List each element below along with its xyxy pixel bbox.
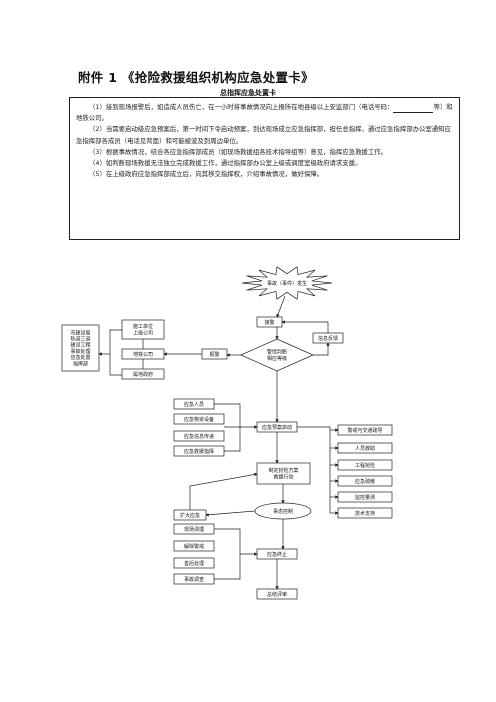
connector	[205, 510, 256, 517]
box-traffic-label: 警戒与交通疏导	[347, 427, 382, 434]
box-cleanup-label: 现场清理	[184, 526, 204, 533]
box-receive-label: 接警	[264, 319, 274, 326]
box-lift-label: 解除警戒	[184, 543, 204, 550]
box-city_dept-label: 市建设局轨道三道建设工程事故处理应急处置指挥部	[70, 329, 90, 367]
box-medical-label: 应急救援指挥	[184, 448, 214, 455]
box-end-label: 应急终止	[267, 551, 287, 558]
card-paragraph-5: （5）在上级政府应急指挥部成立后，向其移交指挥权，介绍事故情况，做好保障。	[89, 170, 324, 179]
connector	[313, 342, 330, 356]
connector	[214, 528, 241, 580]
box-materials-label: 应急物资设备	[184, 416, 214, 423]
box-materials	[173, 413, 225, 425]
box-lift	[173, 540, 215, 552]
box-evacuate-label: 应急疏散	[355, 478, 375, 485]
box-report_left-label: 报警	[209, 351, 219, 358]
connector	[281, 320, 329, 333]
card-paragraph-2: （2）当需要启动级应急预案后，第一时间下令启动预案，到达现场成立应急指挥部，担任…	[76, 125, 451, 145]
box-metro-label: 地铁公司	[133, 351, 153, 358]
box-info-label: 应急信息传递	[184, 433, 214, 440]
box-city_dept	[61, 324, 100, 372]
card-paragraph-1: （1）接到现场报警后，如造成人员伤亡，在一小时将事故情况向上报所在地县级以上安监…	[76, 102, 453, 124]
box-district-label: 属地政府	[133, 371, 153, 378]
box-aftermath	[173, 557, 215, 569]
box-tech-label: 技术支持	[355, 510, 375, 517]
connector	[214, 403, 241, 452]
box-plan-label: 制定抢险方案救援行动	[268, 467, 298, 480]
box-engineering-label: 工程抢险	[355, 462, 375, 469]
event-starburst-label: 事故（事件）发生	[267, 280, 307, 287]
box-rescue-label: 人员救助	[355, 445, 375, 452]
paragraph-1-tail: 等）和地铁公司。	[76, 103, 453, 123]
control-ellipse-label: 事态控制	[273, 508, 293, 515]
box-info	[173, 430, 225, 442]
card-title: 总指挥应急处置卡	[220, 89, 276, 97]
box-feedback-label: 信息反馈	[318, 335, 338, 342]
card-paragraph-4: （4）如判断现场救援无法独立完成救援工作，通过指挥部办公室上级或调度室级政府请求…	[89, 159, 362, 168]
box-personnel-label: 应急人员	[184, 401, 204, 408]
card-paragraph-3: （3）根据事故情况，结合各应急指挥部成员（如现场救援组各技术指导组等）意见，指挥…	[89, 147, 388, 156]
connector	[297, 426, 331, 513]
box-investigate-label: 事故调查	[184, 576, 204, 583]
box-monitor-label: 监控量测	[355, 494, 375, 501]
box-summary-label: 总结评审	[267, 591, 287, 598]
connector	[276, 295, 286, 318]
document-title: 附件 1 《抢险救援组织机构应急处置卡》	[78, 70, 314, 85]
phone-number-blank	[393, 106, 434, 114]
connector	[109, 329, 122, 376]
box-aftermath-label: 善后处理	[184, 560, 204, 567]
box-construction-label: 施工单位上级公司	[133, 323, 153, 336]
event-starburst	[241, 266, 333, 300]
command-diamond-label: 警情判断相应等级	[267, 349, 287, 362]
emergency-card: （1）接到现场报警后，如造成人员伤亡，在一小时将事故情况向上报所在地县级以上安监…	[69, 97, 460, 240]
box-expand-label: 扩大应急	[180, 512, 200, 519]
connector	[189, 472, 258, 510]
paragraph-1-text: （1）接到现场报警后，如造成人员伤亡，在一小时将事故情况向上报所在地县级以上安监…	[89, 103, 394, 111]
box-activate-label: 应急预案启动	[262, 424, 292, 431]
